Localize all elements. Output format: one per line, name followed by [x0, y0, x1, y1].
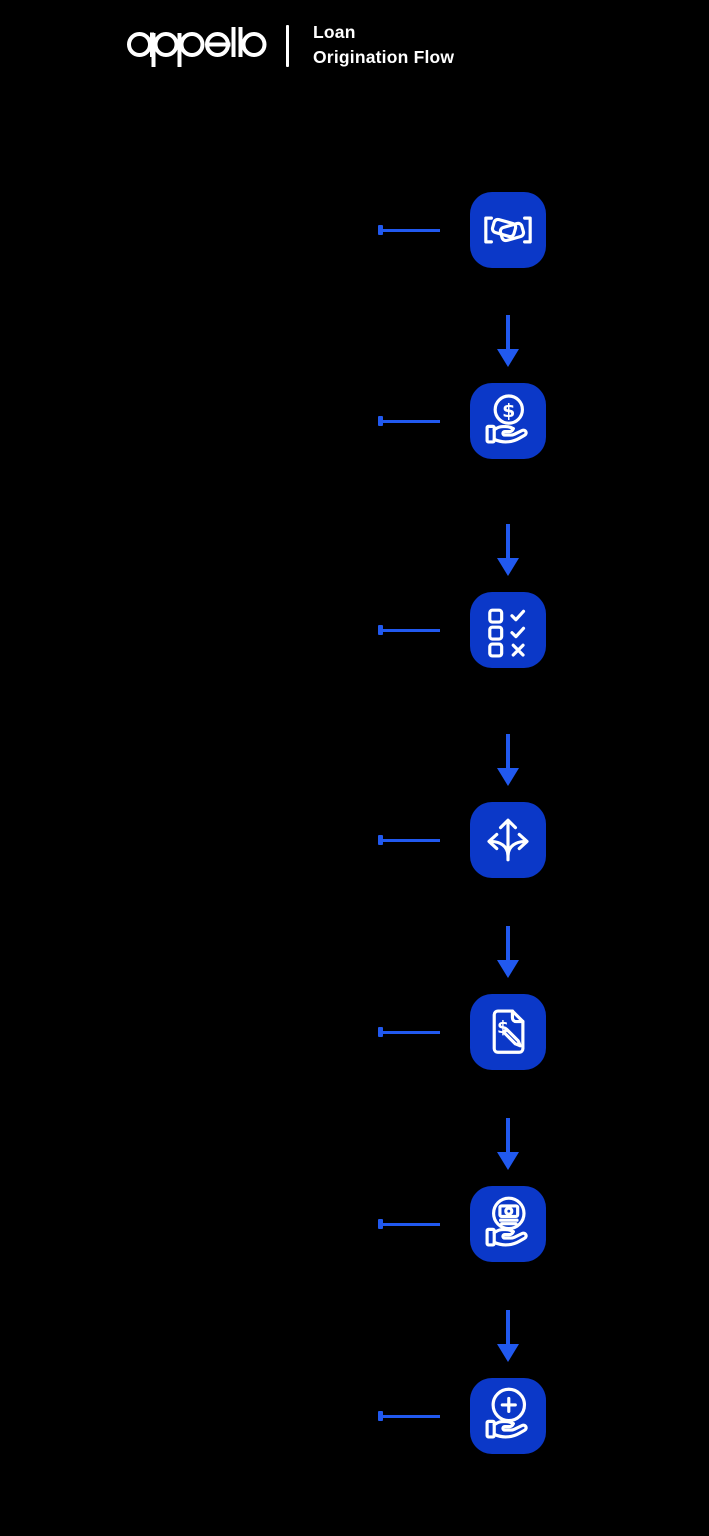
hand-plus-icon — [485, 1387, 528, 1439]
flow-step-4-tile — [470, 802, 546, 878]
flow-arrow-down-4 — [497, 926, 519, 978]
leader-line-step-3 — [378, 625, 440, 635]
flow-arrow-down-6 — [497, 1310, 519, 1362]
checklist-icon — [488, 608, 526, 658]
leader-line-step-4 — [378, 835, 440, 845]
flow-arrow-down-1 — [497, 315, 519, 367]
flow-arrow-down-5 — [497, 1118, 519, 1170]
flow-arrow-down-2 — [497, 524, 519, 576]
page-title: Loan Origination Flow — [313, 20, 454, 70]
flow-step-7-tile — [470, 1378, 546, 1454]
svg-text:$: $ — [497, 1018, 509, 1037]
handshake-icon — [484, 216, 532, 244]
brand-divider — [286, 25, 290, 67]
page-title-line1: Loan — [313, 22, 356, 42]
flow-step-3-tile — [470, 592, 546, 668]
three-way-arrows-icon — [487, 818, 529, 862]
leader-line-step-1 — [378, 225, 440, 235]
leader-line-step-5 — [378, 1027, 440, 1037]
flow-step-1-tile — [470, 192, 546, 268]
flow-step-6-tile — [470, 1186, 546, 1262]
flow-arrow-down-3 — [497, 734, 519, 786]
appello-logo — [127, 27, 267, 67]
brand-header: Loan Origination Flow — [0, 0, 709, 100]
hand-coin-dollar-icon: $ — [485, 394, 528, 444]
hand-cash-icon — [485, 1196, 528, 1247]
leader-line-step-7 — [378, 1411, 440, 1421]
svg-text:$: $ — [502, 400, 515, 422]
page-title-line2: Origination Flow — [313, 47, 455, 67]
flow-step-2-tile: $ — [470, 383, 546, 459]
flow-step-5-tile: $ — [470, 994, 546, 1070]
leader-line-step-6 — [378, 1219, 440, 1229]
leader-line-step-2 — [378, 416, 440, 426]
loan-document-pen-icon: $ — [492, 1009, 525, 1054]
